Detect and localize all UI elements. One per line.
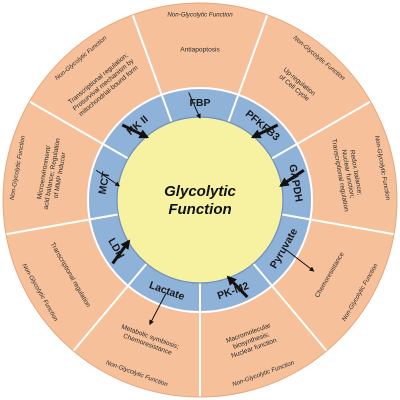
hk-ii-arrow [121, 123, 150, 139]
enzyme-label-mct: MCT [97, 170, 113, 195]
mct-arrow [95, 169, 121, 187]
pk-m2-arrow [226, 275, 249, 299]
sector-separator [28, 100, 129, 160]
lactate-arrow [149, 292, 167, 326]
sector-separator [72, 262, 148, 352]
pfkfb3-arrow [250, 123, 279, 139]
function-block-fbp: Antiapoptosis [180, 47, 220, 54]
center-disc [116, 116, 284, 284]
center-title-line1: Glycolytic [164, 183, 236, 200]
sector-separators [5, 14, 395, 397]
sector-separator [252, 262, 328, 352]
arrows-layer [95, 92, 315, 326]
non-glycolytic-label-fbp: Non-Glycolytic Function [167, 12, 233, 19]
center-title-line2: Function [168, 201, 231, 218]
enzyme-label-fbp: FBP [190, 97, 211, 109]
sector-separator [131, 14, 173, 123]
fbp-arrow [188, 92, 201, 119]
sector-separator [227, 14, 269, 123]
pyruvate-arrow [285, 249, 315, 272]
sector-separator [281, 213, 395, 236]
gapdh-arrow [279, 168, 305, 188]
ldh-arrow [111, 239, 131, 265]
sector-separator [271, 100, 372, 160]
sector-separator [5, 213, 119, 236]
middle-ring-outline [87, 87, 313, 313]
function-text-fbp: Antiapoptosis [180, 47, 220, 54]
